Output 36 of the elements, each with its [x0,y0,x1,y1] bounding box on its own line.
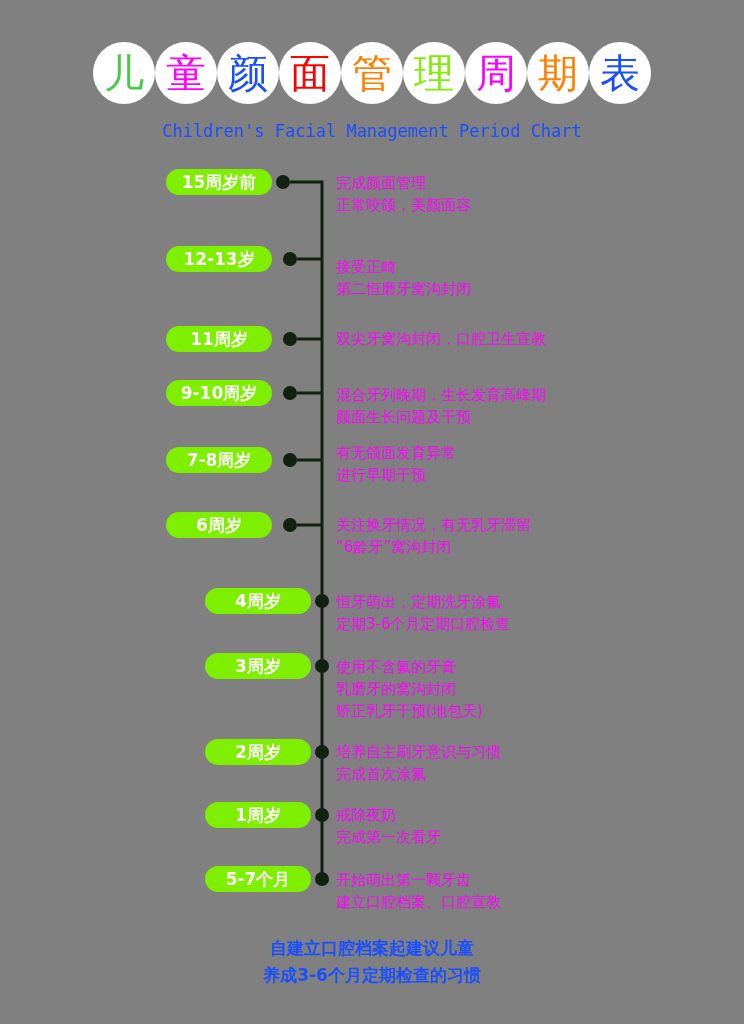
age-tag: 6周岁 [166,512,272,538]
description-text: 完成颜面管理 [336,173,426,194]
description-text: 混合牙列晚期，生长发育高峰期 [336,385,546,406]
description-text: 有无颌面发育异常 [336,443,456,464]
age-tag: 9-10周岁 [166,380,272,406]
description-text: 正常咬颌，美颜面容 [336,195,471,216]
description-text: 建立口腔档案、口腔宣教 [336,892,501,913]
description-text: 进行早期干预 [336,465,426,486]
description-text: 接受正畸 [336,257,396,278]
description-text: 乳磨牙的窝沟封闭 [336,679,456,700]
age-tag: 7-8周岁 [166,447,272,473]
description-text: 完成第一次看牙 [336,827,441,848]
description-text: 颜面生长问题及干预 [336,407,471,428]
footnote-text: 自建立口腔档案起建议儿童养成3-6个月定期检查的习惯 [262,937,482,987]
description-text: 开始萌出第一颗牙齿 [336,870,471,891]
description-text: 双尖牙窝沟封闭，口腔卫生宣教 [336,329,546,350]
description-text: 关注换牙情况，有无乳牙滞留 [336,515,531,536]
age-tag: 3周岁 [205,653,311,679]
age-tag: 15周岁前 [166,169,272,195]
age-tag: 1周岁 [205,802,311,828]
description-text: 使用不含氟的牙膏 [336,657,456,678]
age-tag: 5-7个月 [205,866,311,892]
description-text: “6龄牙”窝沟封闭 [336,537,452,558]
description-text: 矫正乳牙干预(地包天) [336,701,483,722]
age-tag: 12-13岁 [166,246,272,272]
description-text: 完成首次涂氟 [336,764,426,785]
description-text: 恒牙萌出，定期洗牙涂氟 [336,592,501,613]
age-tag: 11周岁 [166,326,272,352]
description-text: 戒除夜奶 [336,805,396,826]
subtitle-text: Children's Facial Management Period Chart [162,120,582,142]
description-text: 定期3-6个月定期口腔检查 [336,614,511,635]
description-text: 培养自主刷牙意识与习惯 [336,742,501,763]
description-text: 第二恒磨牙窝沟封闭 [336,279,471,300]
age-tag: 2周岁 [205,739,311,765]
age-tag: 4周岁 [205,588,311,614]
title-heading: 儿童颜面管理周期表 [93,42,651,104]
